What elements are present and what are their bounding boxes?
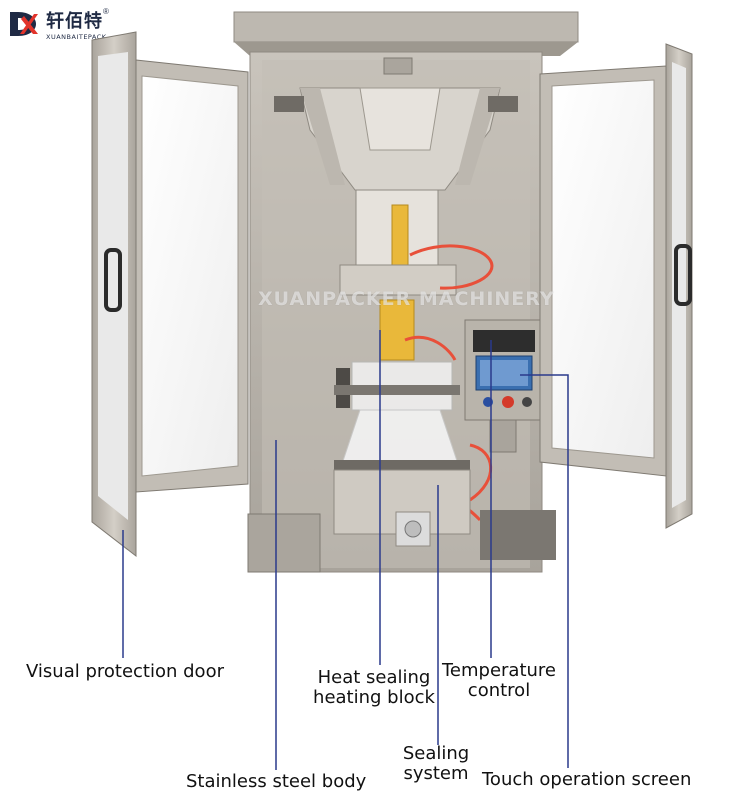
visual-protection-door-left: [91, 31, 249, 558]
brand-logo: 轩佰特® XUANBAITEPACK: [6, 6, 109, 42]
label-sealing-line2: system: [403, 763, 469, 784]
brand-name-cn: 轩佰特: [46, 11, 103, 32]
sealing-system: [333, 409, 471, 547]
forming-column: [334, 189, 460, 411]
label-heat-block-line2: heating block: [313, 687, 435, 708]
machine-roof: [233, 11, 579, 56]
label-temperature-line2: control: [467, 680, 531, 701]
brand-name-en: XUANBAITEPACK: [46, 33, 107, 41]
heat-sealing-heating-block: [379, 299, 415, 361]
label-sealing-line1: Sealing: [402, 743, 470, 764]
label-heat-block-line1: Heat sealing: [317, 667, 431, 688]
control-box: [464, 319, 546, 453]
brand-mark-icon: [10, 12, 38, 36]
label-sealing-system: Sealing system: [400, 744, 472, 784]
door-handle-left: [104, 248, 122, 312]
label-stainless-steel-body: Stainless steel body: [186, 771, 367, 792]
callout-leader-lines: [122, 330, 569, 770]
door-handle-right: [674, 244, 692, 306]
label-heat-sealing-heating-block: Heat sealing heating block: [306, 668, 442, 708]
machine-feet: [247, 510, 556, 573]
watermark-text: XUANPACKER MACHINERY: [258, 288, 555, 310]
registered-mark: ®: [103, 7, 109, 16]
leader-touch-screen: [520, 374, 569, 768]
label-visual-protection-door: Visual protection door: [26, 661, 224, 682]
label-temperature-control: Temperature control: [438, 661, 560, 701]
visual-protection-door-right: [539, 43, 693, 529]
temperature-control-display: [473, 330, 535, 352]
label-temperature-line1: Temperature: [441, 660, 557, 681]
hopper: [274, 57, 518, 191]
label-touch-operation-screen: Touch operation screen: [482, 769, 692, 790]
